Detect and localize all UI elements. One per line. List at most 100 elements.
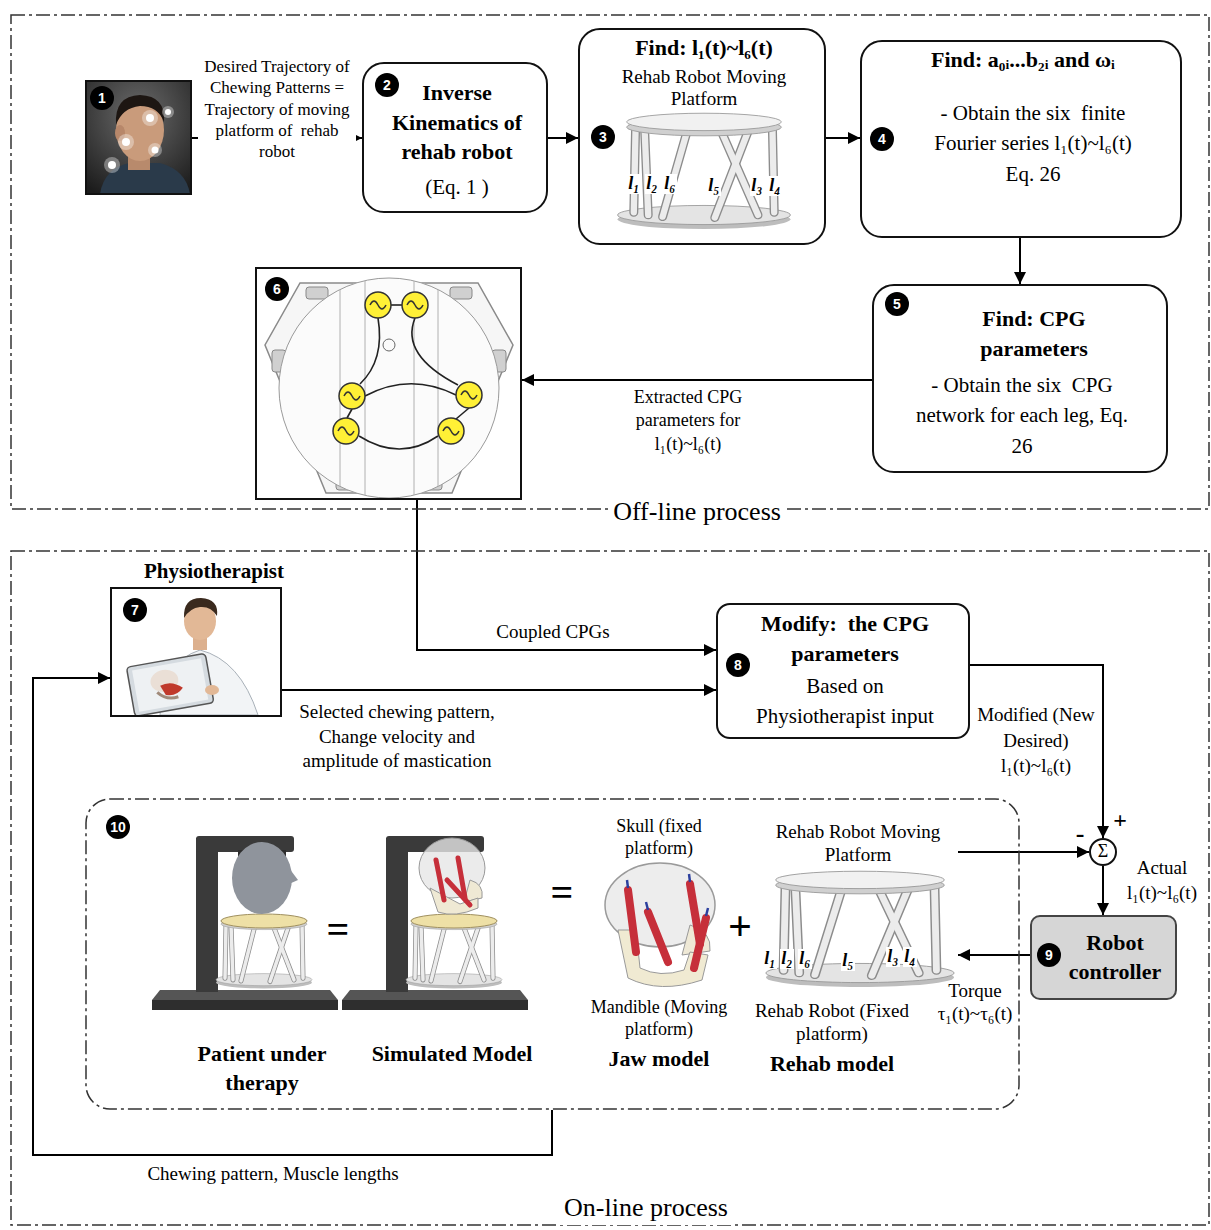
node-text: (Eq. 1 ) (425, 174, 489, 200)
group-border (86, 799, 1019, 1109)
connector (282, 689, 716, 691)
rehab-model: Rehab Robot Moving Platforml₁l₂l₆l₅l₃l₄R… (758, 815, 958, 1087)
cpg-network (365, 384, 456, 396)
region-border (10, 550, 1210, 1226)
cpg-network (365, 292, 391, 318)
connector (826, 137, 860, 139)
subject-photo (162, 106, 174, 118)
patient-figure (152, 836, 338, 1010)
jaw-model-figure (648, 912, 668, 962)
connector (33, 678, 552, 1155)
cpg-network (340, 281, 438, 495)
leg-label: l₅ (707, 176, 720, 196)
part-label: Skull (fixed platform) (589, 816, 729, 859)
robot-illustration (766, 871, 954, 987)
equals-sign: = (327, 905, 350, 955)
node-text: - Obtain the six CPG network for each le… (905, 370, 1140, 461)
region-border (11, 551, 1209, 1225)
cpg-network (347, 409, 352, 418)
subject-photo (116, 95, 164, 125)
leg-label: l₃ (886, 947, 899, 967)
jaw-model-figure (628, 890, 636, 952)
equals-sign: = (551, 868, 574, 918)
box-heading: Physiotherapist (144, 558, 284, 584)
subject-photo (152, 147, 159, 154)
subject-photo (108, 161, 116, 169)
figure-caption: Patient under therapy (182, 1040, 342, 1097)
subject-photo (165, 109, 171, 115)
physiotherapist-figure (132, 658, 208, 712)
node-text: Rehab Robot Moving Platform (599, 66, 809, 112)
cpg-network (360, 318, 380, 384)
figure-caption: Rehab model (770, 1050, 894, 1078)
subject-photo (146, 114, 154, 122)
process-region: On-line process Physiotherapist 7 8Modify: … (10, 550, 1210, 1226)
node-text: Based on Physiotherapist input (745, 672, 945, 731)
sign-symbol: + (1113, 806, 1127, 835)
process-region: Off-line process12Inverse Kinematics of … (10, 14, 1210, 510)
region-border (11, 15, 1209, 509)
leg-label: l₃ (750, 176, 763, 196)
node-text: Inverse Kinematics of rehab robot (372, 78, 542, 167)
node-text: Find: CPG parameters (954, 304, 1114, 363)
physiotherapist-figure (184, 598, 217, 618)
process-box: 4Find: a₀ᵢ...b₂ᵢ and ωᵢ- Obtain the six … (860, 40, 1182, 238)
callout-number: 3 (591, 125, 615, 149)
leg-label: l₂ (645, 174, 658, 194)
node-text: Robot controller (1060, 929, 1170, 986)
process-box: 5Find: CPG parameters- Obtain the six CP… (872, 284, 1168, 473)
jaw-model-figure (706, 908, 708, 916)
leg-label: l₅ (841, 951, 854, 971)
cpg-network (340, 290, 341, 486)
jaw-model-figure (605, 863, 715, 987)
cpg-network (391, 304, 402, 306)
leg-label: l₂ (780, 949, 793, 969)
edge-label: Desired Trajectory of Chewing Patterns =… (198, 56, 356, 162)
leg-label: l₄ (768, 176, 781, 196)
simulated-model-figure (436, 858, 470, 905)
leg-label: l₆ (798, 949, 811, 969)
leg-label: l₁ (763, 949, 776, 969)
cpg-network (383, 339, 395, 351)
node-text: Rehab Robot Moving Platform (758, 821, 958, 867)
callout-number: 8 (726, 653, 750, 677)
leg-label: l₆ (663, 174, 676, 194)
connector (548, 137, 578, 139)
plus-sign: + (728, 900, 752, 953)
edge-label: Modified (New Desired) l₁(t)~l₆(t) (977, 702, 1095, 779)
jaw-model-figure (627, 874, 708, 916)
jaw-model-figure (694, 918, 706, 968)
callout-number: 6 (265, 277, 289, 301)
jaw-model-figure (689, 874, 690, 882)
cpg-network (265, 278, 513, 498)
cpg-network (456, 408, 469, 419)
process-box: 8Modify: the CPG parametersBased on Phys… (716, 603, 970, 739)
edge-label: Actual l₁(t)~l₆(t) (1118, 856, 1206, 905)
callout-number: 2 (375, 73, 399, 97)
region-title: Off-line process (609, 496, 785, 529)
callout-number: 4 (870, 127, 894, 151)
node-text: Find: l₁(t)~l₆(t) (635, 34, 773, 62)
patient-figure (152, 836, 338, 1010)
physiotherapist-figure (126, 653, 213, 716)
patient-figure (289, 868, 298, 884)
sign-symbol: - (1076, 818, 1085, 849)
subject-photo (122, 138, 130, 146)
edge-label: Coupled CPGs (496, 620, 610, 644)
simulated-model-figure (436, 860, 444, 900)
cpg-network (359, 436, 438, 449)
edge-label: Extracted CPG parameters for l₁(t)~l₆(t) (613, 386, 763, 456)
callout-number: 7 (123, 598, 147, 622)
model-group: 10Rehab Robot Moving Platforml₁l₂l₆l₅l₃l… (85, 798, 1020, 1110)
process-box: Find: l₁(t)~l₆(t) Rehab Robot Moving Plat… (578, 28, 826, 245)
sum-symbol: Σ (1098, 841, 1108, 863)
region-title: On-line process (560, 1192, 732, 1225)
subject-photo (86, 81, 191, 194)
callout-number: 9 (1037, 943, 1061, 967)
jaw-model-figure (646, 902, 648, 910)
subject-photo (108, 109, 171, 169)
process-box: 2Inverse Kinematics of rehab robot (Eq. 1… (362, 62, 548, 213)
figure-caption: Simulated Model (372, 1040, 533, 1068)
cpg-network (339, 383, 365, 409)
node-text: Rehab Robot (Fixed platform) (747, 1000, 917, 1046)
